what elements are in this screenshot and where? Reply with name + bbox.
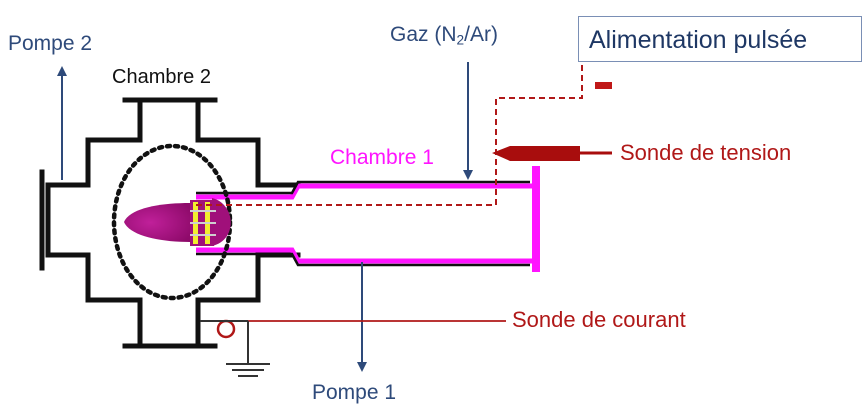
pompe-2-arrow <box>57 66 67 180</box>
label-sonde-courant: Sonde de courant <box>512 307 686 332</box>
plasma-tip <box>212 198 231 246</box>
ground-symbol <box>200 320 270 377</box>
label-gaz-subscript: 2 <box>456 32 465 48</box>
negative-polarity-mark <box>595 82 612 89</box>
label-sonde-tension: Sonde de tension <box>620 140 792 165</box>
gas-inlet-arrow <box>463 62 473 180</box>
label-pompe-1: Pompe 1 <box>312 381 397 404</box>
label-gaz-suffix: /Ar) <box>464 23 498 46</box>
label-gaz: Gaz (N2/Ar) <box>390 24 498 47</box>
label-chambre-1: Chambre 1 <box>330 146 434 169</box>
electrode-grid <box>190 200 216 246</box>
pompe-1-arrow <box>357 262 367 372</box>
label-gaz-prefix: Gaz (N <box>390 23 457 46</box>
alimentation-box: Alimentation pulsée <box>578 16 862 62</box>
chambre-1-tube <box>196 166 540 272</box>
plasma-plume <box>124 203 190 242</box>
hv-wire-dashed <box>196 62 583 206</box>
label-alimentation: Alimentation pulsée <box>589 26 808 54</box>
voltage-probe <box>492 146 612 161</box>
label-chambre-2: Chambre 2 <box>112 66 211 88</box>
chambre-1-inner-lines <box>196 180 530 267</box>
label-pompe-2: Pompe 2 <box>8 32 93 55</box>
